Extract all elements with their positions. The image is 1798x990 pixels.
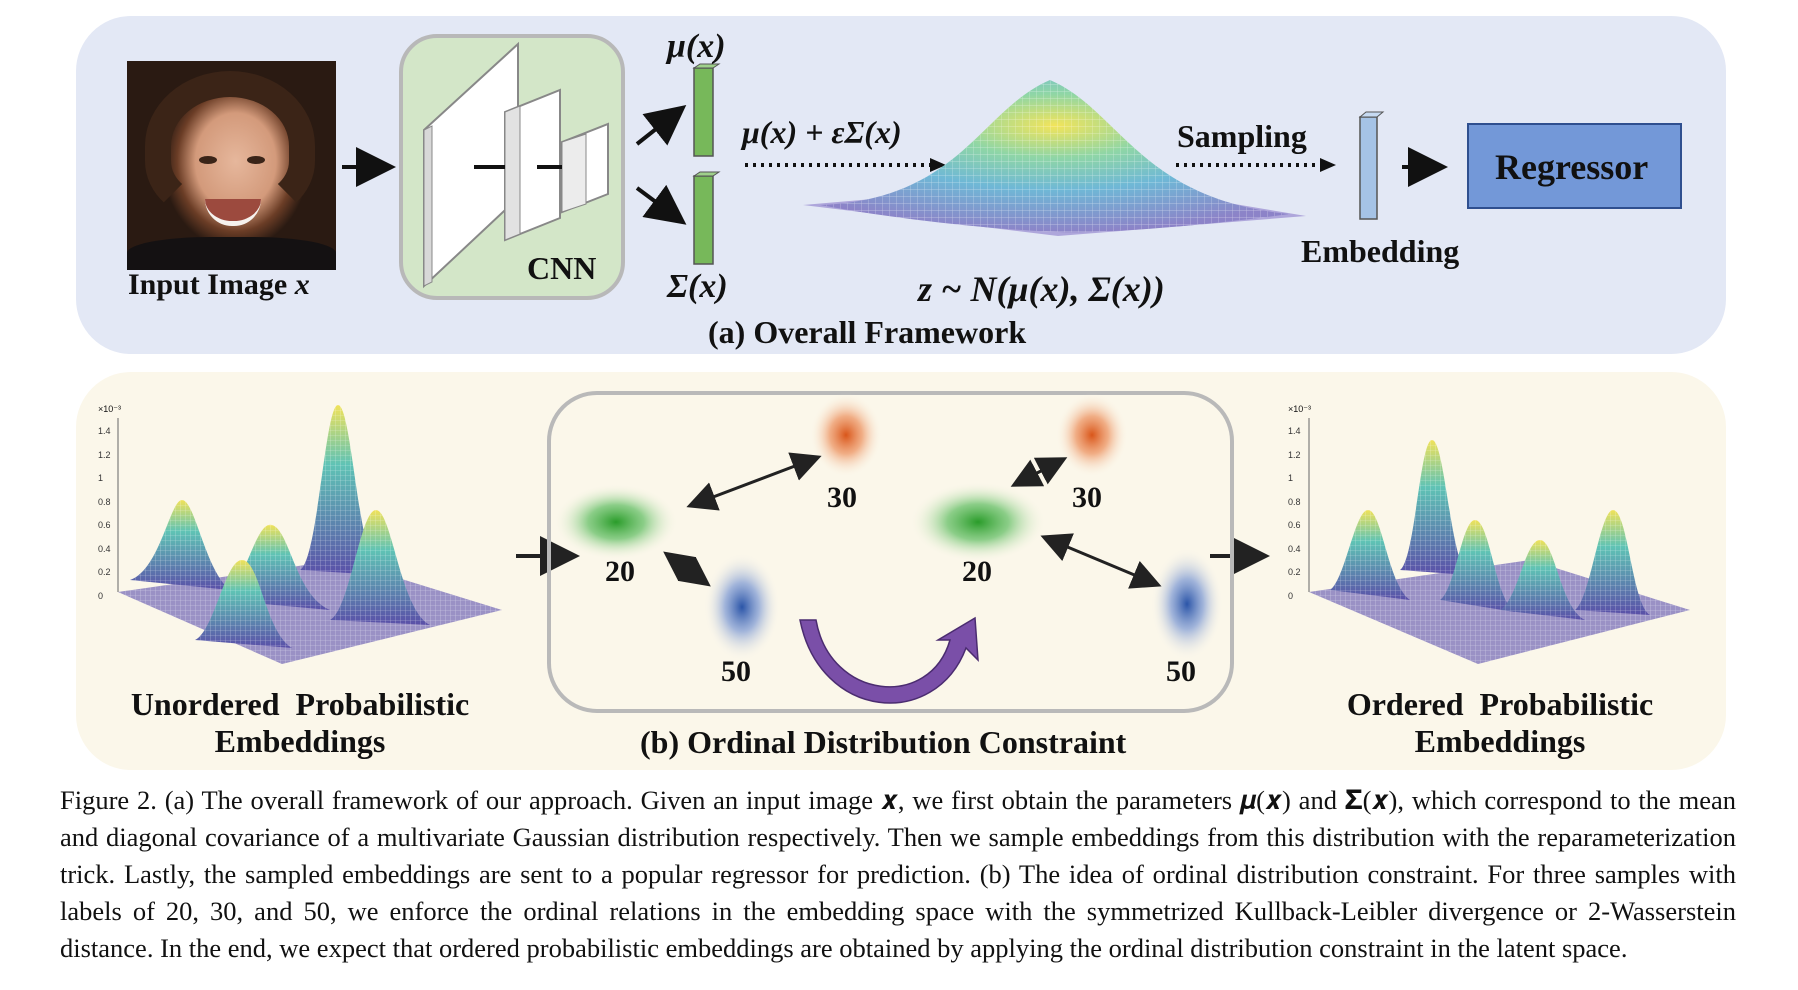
mu-label: μ(x) xyxy=(667,28,726,65)
arrow-to-sigma xyxy=(635,184,687,225)
blob-30-before xyxy=(810,393,882,477)
right-z-tick: 1.4 xyxy=(1288,426,1301,436)
arrow-20-30-after xyxy=(1010,457,1068,487)
blob-20-before xyxy=(554,484,678,560)
face-scarf xyxy=(127,237,336,270)
label-20-after: 20 xyxy=(962,555,992,588)
unordered-label-line1: Unordered Probabilistic xyxy=(130,686,470,722)
sigma-label: Σ(x) xyxy=(667,268,728,305)
reparam-label: μ(x) + εΣ(x) xyxy=(742,114,902,150)
label-30-before: 30 xyxy=(827,481,857,514)
regressor-label: Regressor xyxy=(1495,147,1649,187)
right-z-tick: 1.2 xyxy=(1288,449,1301,460)
right-z-tick: 0.8 xyxy=(1288,496,1301,507)
label-30-after: 30 xyxy=(1072,481,1102,514)
sampling-label: Sampling xyxy=(1177,118,1307,154)
input-image-var: x xyxy=(294,268,310,301)
unordered-label: Unordered Probabilistic Embeddings xyxy=(120,686,480,760)
arrow-20-30-before xyxy=(686,452,822,511)
label-20-before: 20 xyxy=(605,555,635,588)
left-z-tick: 0.8 xyxy=(98,496,111,507)
arrow-20-50-after xyxy=(1040,533,1162,589)
distribution-label: z ~ N(μ(x), Σ(x)) xyxy=(918,269,1165,309)
figure: Input Image x xyxy=(76,16,1726,770)
left-z-tick: 0.2 xyxy=(98,567,111,577)
right-z-tick: 1 xyxy=(1288,473,1294,483)
left-z-tick: 0.4 xyxy=(98,543,111,554)
right-z-tick: 0.4 xyxy=(1288,543,1301,554)
panel-a-title: (a) Overall Framework xyxy=(708,314,1027,350)
panel-a-diagram xyxy=(342,34,1682,300)
right-plot-scale: ×10⁻³ xyxy=(1288,404,1312,414)
constraint-box xyxy=(547,391,1234,713)
arrow-to-mu xyxy=(635,105,687,146)
blob-50-before xyxy=(704,553,780,661)
ordered-surface-plot xyxy=(1308,418,1690,664)
arrow-20-50-before xyxy=(663,551,711,587)
label-50-before: 50 xyxy=(721,655,751,688)
embedding-label: Embedding xyxy=(1301,233,1460,269)
ordered-label-line1: Ordered Probabilistic xyxy=(1346,686,1654,722)
label-50-after: 50 xyxy=(1166,655,1196,688)
blob-20-after xyxy=(910,482,1046,562)
ordered-label: Ordered Probabilistic Embeddings xyxy=(1320,686,1680,760)
cnn-layer-3-side xyxy=(561,133,587,213)
unordered-surface-plot xyxy=(117,405,502,664)
left-z-tick: 0.6 xyxy=(98,520,111,530)
cnn-label: CNN xyxy=(527,250,597,286)
input-image-label: Input Image x xyxy=(128,268,310,302)
blob-50-after xyxy=(1151,548,1223,660)
input-image-text: Input Image xyxy=(128,268,288,301)
right-z-tick: 0.2 xyxy=(1288,567,1301,577)
panel-a-background xyxy=(76,16,1726,354)
left-z-tick: 1.2 xyxy=(98,449,111,460)
left-z-tick: 1.4 xyxy=(98,426,111,436)
ordered-label-line2: Embeddings xyxy=(1414,723,1586,759)
left-z-tick: 1 xyxy=(98,473,104,483)
unordered-label-line2: Embeddings xyxy=(214,723,386,759)
left-plot-z-ticks: 1.4 1.2 1 0.8 0.6 0.4 0.2 0 xyxy=(98,420,111,608)
panel-b-title: (b) Ordinal Distribution Constraint xyxy=(640,724,1127,760)
blob-30-after xyxy=(1056,393,1128,477)
curved-transform-arrow xyxy=(799,616,979,704)
left-z-tick: 0 xyxy=(98,590,104,601)
face-eye-left xyxy=(199,156,217,164)
cnn-layer-2-side xyxy=(504,105,521,241)
left-plot-scale: ×10⁻³ xyxy=(98,404,122,414)
figure-caption: Figure 2. (a) The overall framework of o… xyxy=(60,785,1736,963)
input-face-image xyxy=(127,61,336,270)
regressor-box xyxy=(1467,123,1682,209)
cnn-layer-1-side xyxy=(423,125,433,287)
panel-b-diagram xyxy=(117,391,1690,713)
face-eye-right xyxy=(247,156,265,164)
right-plot-z-ticks: 1.4 1.2 1 0.8 0.6 0.4 0.2 0 xyxy=(1288,420,1301,608)
right-z-tick: 0 xyxy=(1288,590,1294,601)
right-z-tick: 0.6 xyxy=(1288,520,1301,530)
